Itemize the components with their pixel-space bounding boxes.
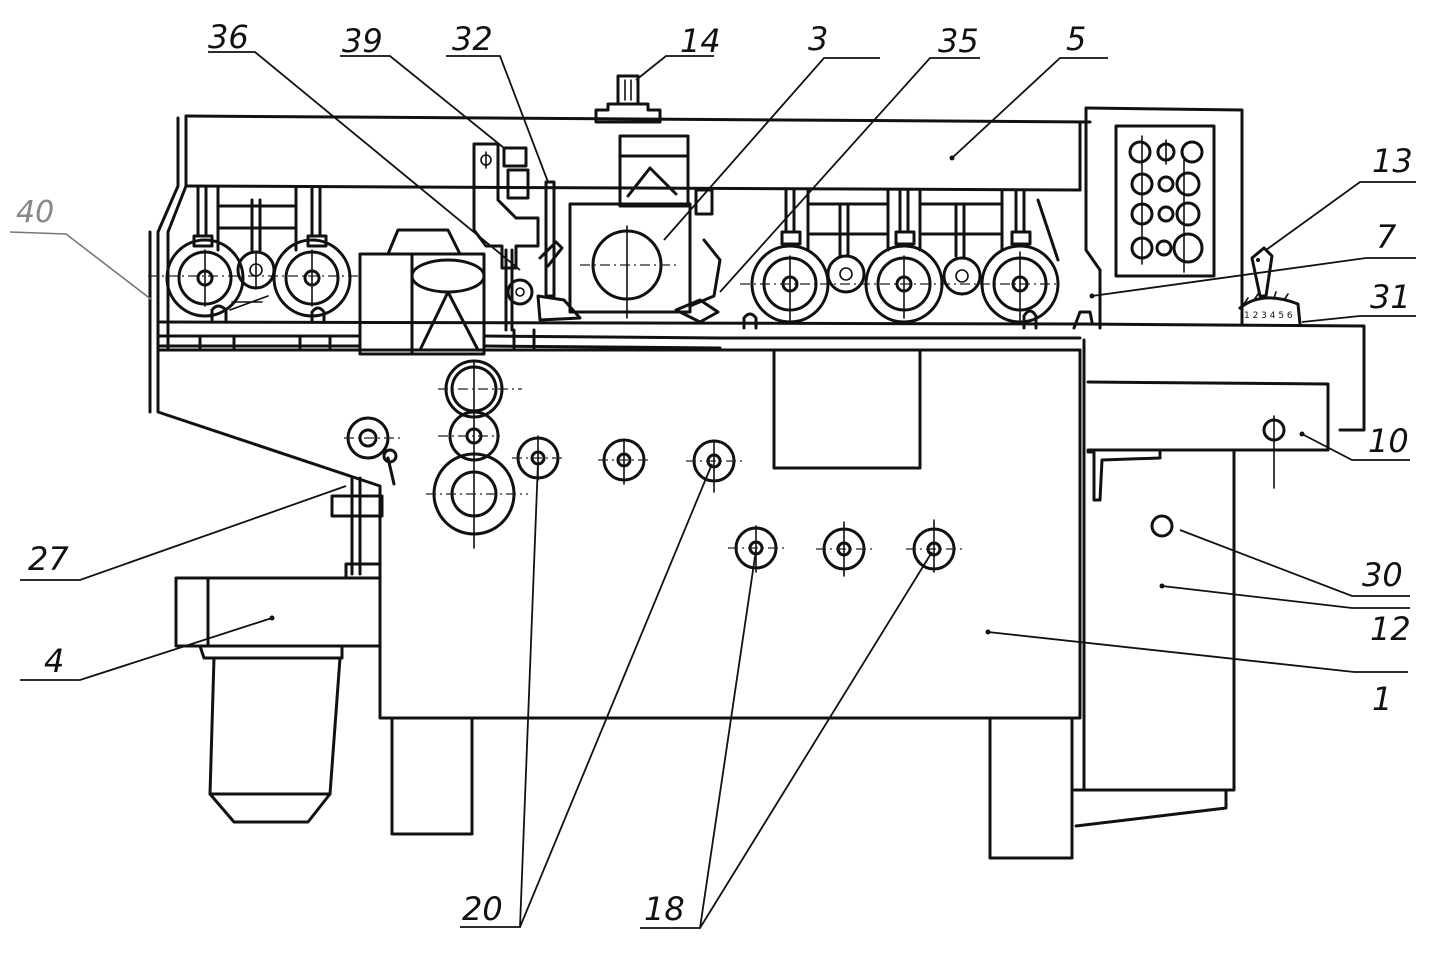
callout-35: 35 — [938, 22, 979, 60]
callout-32: 32 — [452, 20, 493, 58]
callout-27: 27 — [28, 540, 69, 578]
adjusting-knobs-20 — [512, 435, 742, 493]
feed-gearbox — [174, 576, 382, 824]
callout-31: 31 — [1370, 278, 1411, 316]
adjusting-knobs-18 — [728, 519, 964, 577]
callout-12: 12 — [1370, 610, 1411, 648]
callout-10: 10 — [1368, 422, 1409, 460]
callout-18: 18 — [644, 890, 685, 928]
callout-1: 1 — [1372, 680, 1392, 718]
lifting-screw — [330, 476, 384, 580]
dial-scale-label: 1 2 3 4 5 6 — [1244, 311, 1293, 321]
callout-3: 3 — [808, 20, 828, 58]
speed-selector-handle — [1250, 246, 1274, 298]
callout-36: 36 — [208, 18, 249, 56]
callout-13: 13 — [1372, 142, 1413, 180]
side-head-box — [358, 228, 486, 356]
right-frame-post — [1072, 106, 1244, 330]
callout-39: 39 — [342, 22, 383, 60]
top-spindle-motor — [594, 74, 662, 124]
feed-rollers-left — [148, 186, 360, 324]
adjust-wheel — [344, 416, 400, 486]
callout-5: 5 — [1066, 20, 1086, 58]
control-panel — [1114, 124, 1216, 278]
left-frame — [148, 184, 188, 414]
guide-plate-right — [674, 188, 722, 324]
top-beam — [176, 114, 1092, 192]
callout-40: 40 — [16, 195, 54, 230]
top-spindle-head — [568, 134, 692, 319]
guide-plate-left — [536, 180, 582, 322]
electrical-cabinet — [1072, 338, 1330, 828]
callout-labels: 36 39 32 14 3 35 5 13 7 31 40 10 27 30 1… — [16, 18, 1413, 928]
callout-20: 20 — [462, 890, 503, 928]
callout-7: 7 — [1376, 218, 1397, 256]
callout-30: 30 — [1362, 556, 1403, 594]
gear-train — [426, 359, 528, 549]
feed-table — [156, 320, 1366, 432]
speed-dial: 1 2 3 4 5 6 — [1238, 291, 1302, 326]
callout-14: 14 — [680, 22, 721, 60]
machine-legs — [390, 716, 1074, 860]
panel-switches — [1128, 135, 1204, 273]
main-body — [156, 348, 1082, 720]
callout-4: 4 — [44, 642, 64, 680]
leader-lines — [9, 51, 1416, 929]
feed-rollers-right — [740, 188, 1060, 330]
